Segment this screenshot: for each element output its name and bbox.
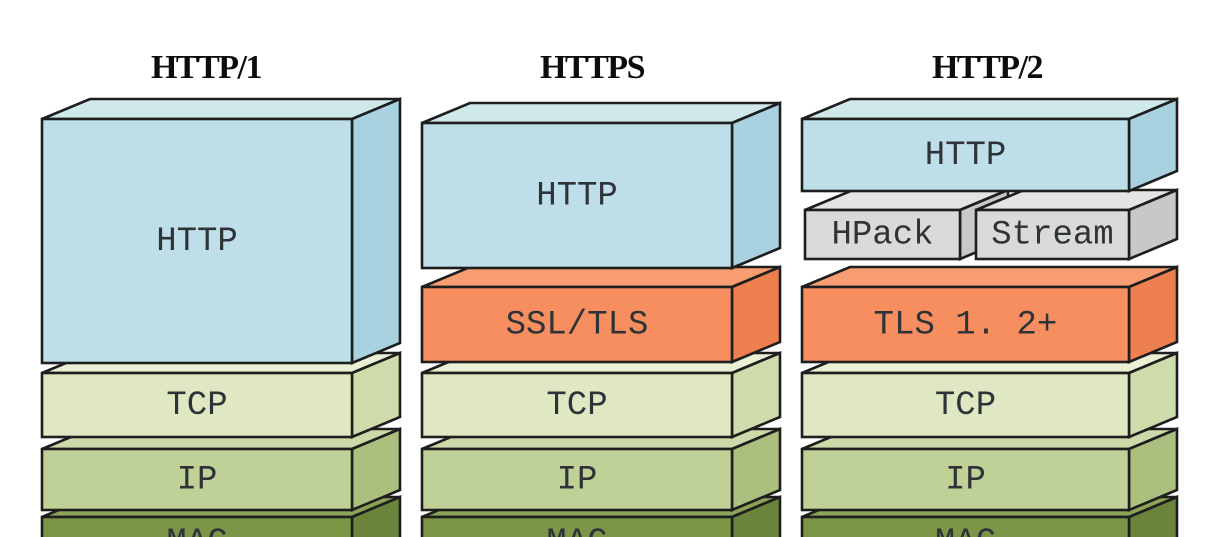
- box-tls-1-2: TLS 1. 2+: [800, 265, 1179, 364]
- box-front-face: [800, 515, 1131, 537]
- box-front-face: [40, 371, 354, 439]
- column-title-http1: HTTP/1: [151, 49, 262, 86]
- box-front-face: [40, 117, 354, 365]
- box-label: TCP: [546, 387, 607, 425]
- column-title-https: HTTPS: [540, 49, 645, 86]
- box-tcp: TCP: [800, 351, 1179, 439]
- box-stream: Stream: [974, 188, 1179, 261]
- box-front-face: [420, 515, 734, 537]
- column-http1: MAC IP TCP HTTP HTTP/1: [40, 49, 402, 537]
- box-front-face: [803, 208, 962, 261]
- box-http: HTTP: [40, 97, 402, 365]
- box-ip: IP: [40, 427, 402, 512]
- box-label: HTTP: [536, 178, 618, 216]
- box-front-face: [800, 285, 1131, 364]
- box-top-face: [421, 265, 781, 289]
- box-front-face: [974, 208, 1131, 261]
- box-side-face: [730, 495, 782, 537]
- box-top-face: [801, 97, 1178, 121]
- box-label: IP: [945, 462, 986, 500]
- box-top-face: [421, 101, 781, 125]
- box-label: HPack: [831, 217, 933, 255]
- box-side-face: [350, 97, 402, 365]
- box-label: MAC: [166, 524, 227, 537]
- column-title-http2: HTTP/2: [932, 49, 1043, 86]
- box-label: Stream: [991, 217, 1113, 255]
- column-https: MAC IP TCP SSL/TLS HTTP HTTPS: [420, 49, 782, 537]
- box-label: MAC: [546, 524, 607, 537]
- box-front-face: [420, 447, 734, 512]
- box-ssl-tls: SSL/TLS: [420, 265, 782, 364]
- box-top-face: [41, 97, 401, 121]
- box-side-face: [730, 101, 782, 270]
- box-tcp: TCP: [40, 351, 402, 439]
- box-front-face: [420, 285, 734, 364]
- box-top-face: [801, 265, 1178, 289]
- box-front-face: [420, 371, 734, 439]
- box-front-face: [40, 515, 354, 537]
- box-label: HTTP: [156, 223, 238, 261]
- box-front-face: [420, 121, 734, 270]
- box-tcp: TCP: [420, 351, 782, 439]
- box-label: SSL/TLS: [506, 307, 649, 345]
- box-front-face: [40, 447, 354, 512]
- box-label: TCP: [935, 387, 996, 425]
- box-http: HTTP: [800, 97, 1179, 193]
- box-label: IP: [177, 462, 218, 500]
- box-label: MAC: [935, 524, 996, 537]
- box-side-face: [1127, 495, 1179, 537]
- box-label: IP: [557, 462, 598, 500]
- column-http2: MAC IP TCP TLS 1. 2+ HPack Stream HTTP HTTP/2: [800, 49, 1179, 537]
- box-front-face: [800, 371, 1131, 439]
- box-ip: IP: [420, 427, 782, 512]
- box-label: HTTP: [925, 137, 1007, 175]
- box-ip: IP: [800, 427, 1179, 512]
- box-label: TCP: [166, 387, 227, 425]
- box-side-face: [350, 495, 402, 537]
- box-http: HTTP: [420, 101, 782, 270]
- box-front-face: [800, 117, 1131, 193]
- box-front-face: [800, 447, 1131, 512]
- box-label: TLS 1. 2+: [874, 307, 1058, 345]
